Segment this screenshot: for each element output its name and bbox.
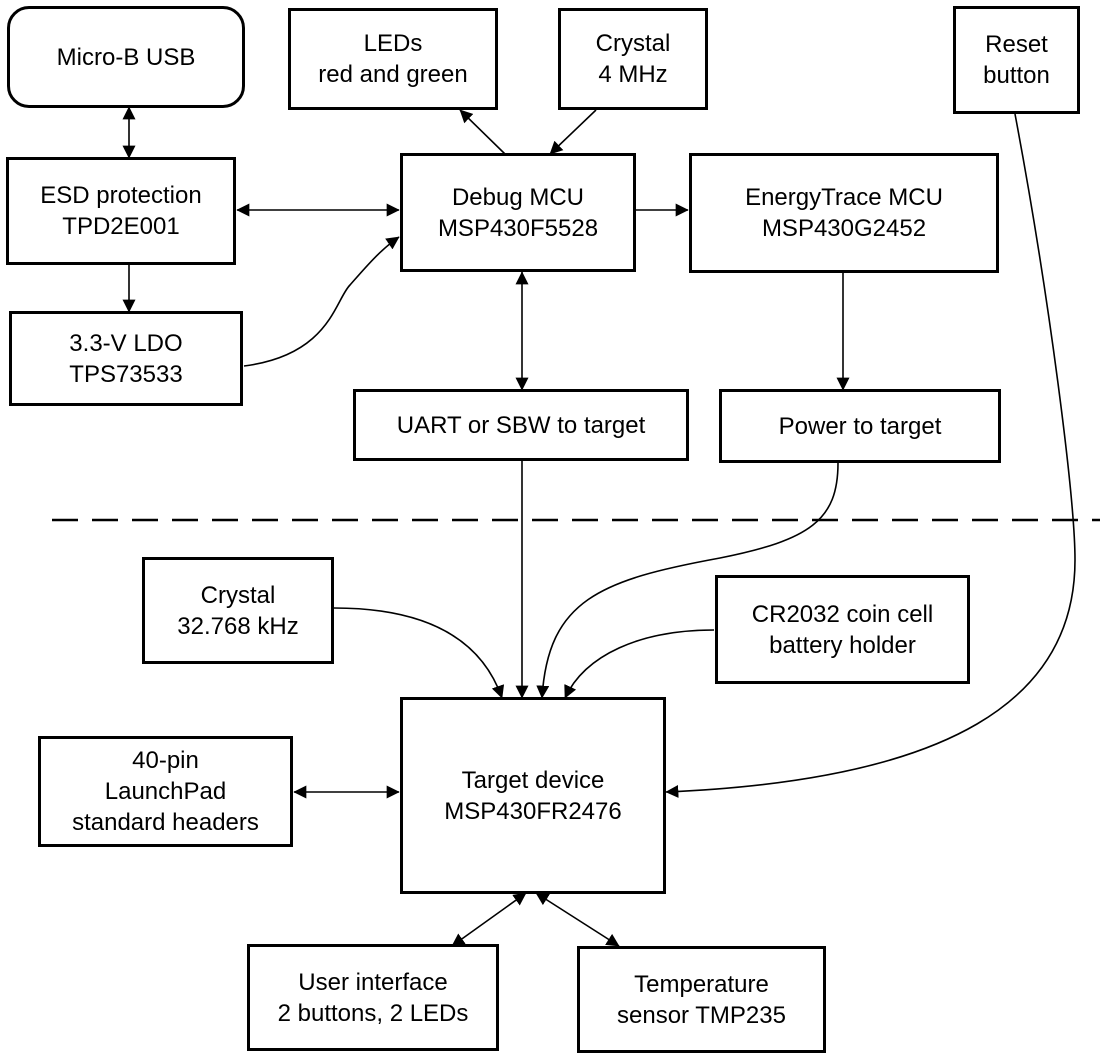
debug-mcu-part: MSP430F5528 xyxy=(437,214,599,242)
target-title: Target device xyxy=(461,766,605,794)
ldo-debug-connector xyxy=(243,236,400,367)
target-ui-connector xyxy=(451,892,527,947)
usb-label: Micro-B USB xyxy=(56,43,196,71)
crystal-32k-title: Crystal xyxy=(200,581,276,609)
headers-line3: standard headers xyxy=(72,809,259,836)
reset-target-connector xyxy=(665,113,1076,798)
coin-cell-block: CR2032 coin cell battery holder xyxy=(715,575,970,684)
power-label: Power to target xyxy=(778,412,942,440)
temperature-sensor-block: Temperature sensor TMP235 xyxy=(577,946,826,1053)
temp-desc: sensor TMP235 xyxy=(617,1001,786,1029)
esd-protection-block: ESD protection TPD2E001 xyxy=(6,157,236,265)
coin-cell-title: CR2032 coin cell xyxy=(751,600,934,628)
usb-connector-block: Micro-B USB xyxy=(7,6,245,108)
crystal32k-target-connector xyxy=(333,607,505,699)
leds-desc: red and green xyxy=(318,61,468,88)
debug-mcu-block: Debug MCU MSP430F5528 xyxy=(400,153,636,272)
esd-title: ESD protection xyxy=(40,182,202,209)
crystal-4mhz-freq: 4 MHz xyxy=(598,61,668,88)
ldo-title: 3.3-V LDO xyxy=(69,329,183,357)
ui-desc: 2 buttons, 2 LEDs xyxy=(277,999,469,1027)
leds-title: LEDs xyxy=(363,30,423,57)
user-interface-block: User interface 2 buttons, 2 LEDs xyxy=(247,944,499,1051)
leds-block: LEDs red and green xyxy=(288,8,498,110)
uart-sbw-block: UART or SBW to target xyxy=(353,389,689,461)
debug-mcu-title: Debug MCU xyxy=(451,183,585,211)
target-device-block: Target device MSP430FR2476 xyxy=(400,697,666,894)
energytrace-title: EnergyTrace MCU xyxy=(745,184,943,211)
coin-cell-desc: battery holder xyxy=(769,631,916,659)
temp-title: Temperature xyxy=(634,970,769,998)
ldo-part: TPS73533 xyxy=(69,360,183,388)
energytrace-part: MSP430G2452 xyxy=(761,215,927,242)
coincell-target-connector xyxy=(564,629,715,699)
debug-leds-connector xyxy=(459,109,506,155)
uart-label: UART or SBW to target xyxy=(396,411,646,439)
energytrace-mcu-block: EnergyTrace MCU MSP430G2452 xyxy=(689,153,999,273)
esd-part: TPD2E001 xyxy=(62,213,180,240)
crystal-4mhz-block: Crystal 4 MHz xyxy=(558,8,708,110)
crystal-4mhz-title: Crystal xyxy=(595,30,671,57)
crystal-32k-freq: 32.768 kHz xyxy=(177,612,299,640)
reset-button-block: Reset button xyxy=(953,6,1080,114)
target-sensor-connector xyxy=(535,892,620,947)
reset-title: Reset xyxy=(985,31,1048,58)
power-to-target-block: Power to target xyxy=(719,389,1001,463)
crystal-32k-block: Crystal 32.768 kHz xyxy=(142,557,334,664)
target-part: MSP430FR2476 xyxy=(444,797,622,825)
headers-line2: LaunchPad xyxy=(104,778,227,805)
power-target-connector xyxy=(536,462,839,699)
reset-desc: button xyxy=(983,62,1050,89)
headers-line1: 40-pin xyxy=(132,747,199,774)
ui-title: User interface xyxy=(298,968,448,996)
crystal-debug-connector xyxy=(549,109,597,155)
ldo-block: 3.3-V LDO TPS73533 xyxy=(9,311,243,406)
headers-block: 40-pin LaunchPad standard headers xyxy=(38,736,293,847)
